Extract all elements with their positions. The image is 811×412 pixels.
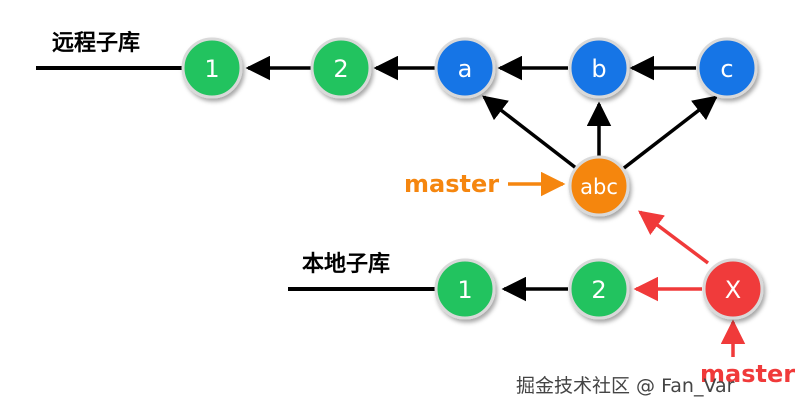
local-node-x-label: X <box>725 276 741 304</box>
remote-node-b: b <box>568 37 630 99</box>
local-node-x: X <box>702 258 764 320</box>
remote-node-a-label: a <box>458 55 473 83</box>
local-node-1-label: 1 <box>457 276 472 304</box>
remote-node-1: 1 <box>181 37 243 99</box>
remote-node-b-label: b <box>591 55 606 83</box>
merge-node-abc: abc <box>568 155 630 217</box>
master-label-red: master <box>700 360 795 388</box>
remote-node-a: a <box>434 37 496 99</box>
arrow-x-to-abc <box>638 210 710 265</box>
local-node-2: 2 <box>568 258 630 320</box>
remote-node-c: c <box>696 37 758 99</box>
remote-repo-label: 远程子库 <box>52 31 140 56</box>
master-label-orange: master <box>404 170 499 198</box>
merge-node-label: abc <box>580 175 618 199</box>
arrow-abc-to-a <box>482 95 578 170</box>
watermark-text: 掘金技术社区 @ Fan_Var <box>516 375 735 397</box>
remote-node-1-label: 1 <box>204 55 219 83</box>
arrow-abc-to-c <box>622 95 718 170</box>
local-node-1: 1 <box>434 258 496 320</box>
remote-node-c-label: c <box>720 55 733 83</box>
remote-node-2: 2 <box>310 37 372 99</box>
local-repo-label: 本地子库 <box>302 252 390 277</box>
remote-node-2-label: 2 <box>333 55 348 83</box>
local-node-2-label: 2 <box>591 276 606 304</box>
